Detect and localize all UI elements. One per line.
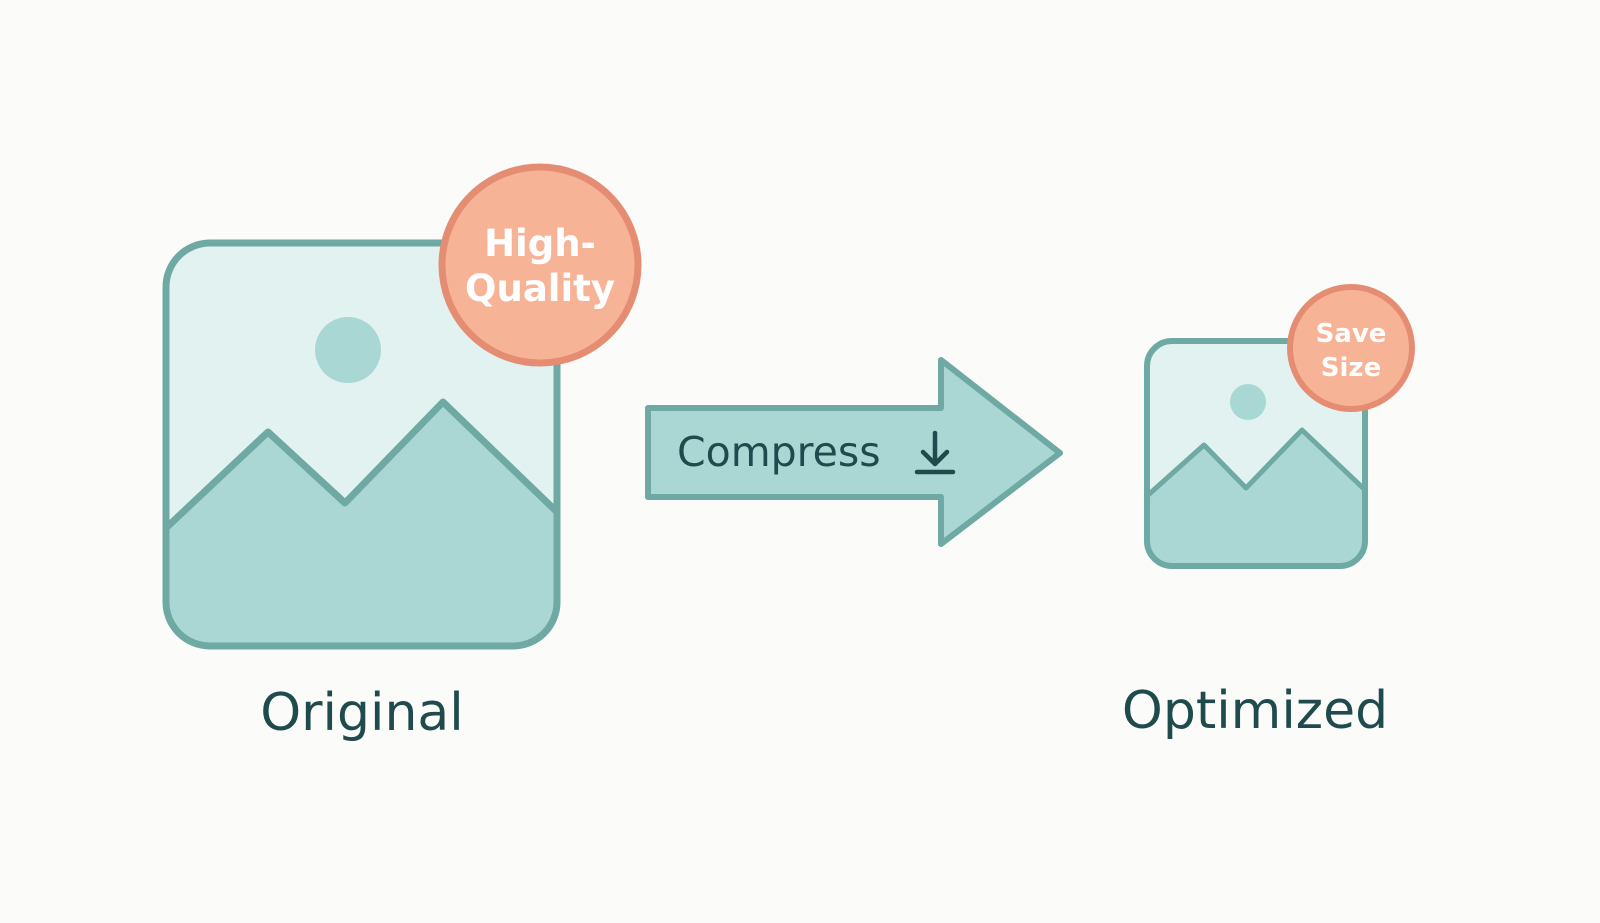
sun-shape xyxy=(1230,384,1266,420)
mountain-shape xyxy=(166,398,557,646)
high-quality-badge-line2: Quality xyxy=(465,267,615,310)
high-quality-badge-line1: High- xyxy=(484,222,596,265)
compress-label: Compress xyxy=(677,428,881,476)
save-size-badge-line2: Size xyxy=(1321,353,1381,383)
original-image-icon xyxy=(162,239,561,650)
save-size-badge: Save Size xyxy=(1287,284,1415,412)
sun-shape xyxy=(315,317,381,383)
high-quality-badge: High- Quality xyxy=(438,163,642,367)
save-size-badge-line1: Save xyxy=(1316,319,1387,349)
optimized-label: Optimized xyxy=(1122,681,1388,741)
download-arrow-icon xyxy=(914,430,956,475)
compress-arrow: Compress xyxy=(645,357,1063,547)
original-label: Original xyxy=(260,683,463,743)
mountain-shape xyxy=(1147,427,1365,566)
